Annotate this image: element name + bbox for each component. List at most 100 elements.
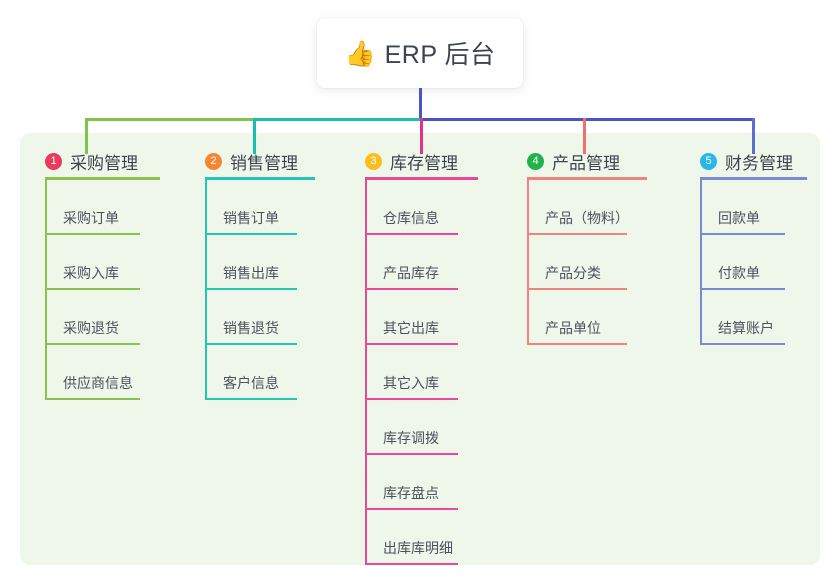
item-underline [205, 288, 297, 290]
item-underline [365, 563, 458, 565]
menu-item-label: 销售订单 [223, 210, 279, 226]
bus-segment-middle [253, 118, 422, 121]
item-spine [365, 235, 367, 290]
drop-line-4 [583, 118, 586, 154]
menu-item-label: 销售退货 [223, 320, 279, 336]
item-spine [45, 235, 47, 290]
menu-item[interactable]: 付款单 [700, 235, 793, 290]
column-header-underline [365, 177, 478, 180]
item-spine [205, 180, 207, 235]
menu-item[interactable]: 产品库存 [365, 235, 458, 290]
item-spine [365, 455, 367, 510]
item-spine [365, 290, 367, 345]
bus-segment-left [85, 118, 255, 121]
column-header-underline [45, 177, 160, 180]
drop-line-2 [253, 118, 256, 154]
item-underline [700, 233, 785, 235]
menu-item-label: 库存调拨 [383, 430, 439, 446]
item-spine [700, 180, 702, 235]
item-underline [45, 343, 140, 345]
menu-item[interactable]: 其它入库 [365, 345, 458, 400]
column-header-3[interactable]: 3 库存管理 [365, 142, 478, 180]
item-spine [527, 180, 529, 235]
item-spine [365, 400, 367, 455]
column-number-badge: 3 [365, 152, 382, 170]
content-panel [20, 133, 820, 565]
column-number-badge: 1 [45, 152, 62, 170]
drop-line-1 [85, 118, 88, 154]
bus-segment-right [420, 118, 755, 121]
menu-item-label: 出库库明细 [383, 540, 453, 556]
menu-item[interactable]: 供应商信息 [45, 345, 140, 400]
menu-item[interactable]: 仓库信息 [365, 180, 458, 235]
menu-item[interactable]: 产品分类 [527, 235, 627, 290]
column-items: 销售订单销售出库销售退货客户信息 [205, 180, 298, 400]
menu-item[interactable]: 销售出库 [205, 235, 298, 290]
column-销售管理: 2 销售管理销售订单销售出库销售退货客户信息 [205, 142, 315, 400]
menu-item[interactable]: 库存盘点 [365, 455, 458, 510]
item-underline [45, 288, 140, 290]
column-header-underline [527, 177, 647, 180]
column-header-underline [700, 177, 807, 180]
menu-item-label: 库存盘点 [383, 485, 439, 501]
item-spine [45, 180, 47, 235]
menu-item-label: 产品分类 [545, 265, 601, 281]
column-number-badge: 5 [700, 152, 717, 170]
item-underline [365, 508, 458, 510]
menu-item-label: 仓库信息 [383, 210, 439, 226]
item-underline [205, 233, 297, 235]
menu-item[interactable]: 库存调拨 [365, 400, 458, 455]
menu-item-label: 回款单 [718, 210, 760, 226]
menu-item-label: 其它出库 [383, 320, 439, 336]
menu-item-label: 产品单位 [545, 320, 601, 336]
column-header-4[interactable]: 4 产品管理 [527, 142, 647, 180]
menu-item[interactable]: 采购入库 [45, 235, 140, 290]
menu-item[interactable]: 产品（物料） [527, 180, 629, 235]
menu-item-label: 客户信息 [223, 375, 279, 391]
item-spine [365, 180, 367, 235]
column-title: 库存管理 [390, 153, 458, 173]
item-underline [45, 398, 140, 400]
menu-item-label: 销售出库 [223, 265, 279, 281]
column-title: 销售管理 [230, 153, 298, 173]
drop-line-5 [752, 118, 755, 154]
item-spine [365, 510, 367, 565]
menu-item[interactable]: 客户信息 [205, 345, 298, 400]
root-node[interactable]: 👍 ERP 后台 [317, 18, 523, 88]
menu-item-label: 结算账户 [718, 320, 774, 336]
column-number-badge: 4 [527, 152, 544, 170]
item-underline [365, 398, 458, 400]
item-spine [205, 235, 207, 290]
menu-item-label: 供应商信息 [63, 375, 133, 391]
item-spine [700, 235, 702, 290]
root-node-title: ERP 后台 [384, 41, 496, 69]
menu-item[interactable]: 其它出库 [365, 290, 458, 345]
menu-item[interactable]: 产品单位 [527, 290, 627, 345]
column-header-2[interactable]: 2 销售管理 [205, 142, 315, 180]
item-underline [700, 288, 785, 290]
column-title: 产品管理 [552, 153, 620, 173]
thumbs-up-icon: 👍 [344, 39, 376, 68]
menu-item[interactable]: 采购退货 [45, 290, 140, 345]
menu-item-label: 付款单 [718, 265, 760, 281]
root-stem-line [419, 88, 422, 121]
item-underline [365, 343, 458, 345]
menu-item[interactable]: 销售订单 [205, 180, 298, 235]
column-items: 回款单付款单结算账户 [700, 180, 793, 345]
menu-item[interactable]: 采购订单 [45, 180, 140, 235]
item-underline [365, 453, 458, 455]
column-产品管理: 4 产品管理产品（物料） 产品分类产品单位 [527, 142, 647, 345]
menu-item[interactable]: 回款单 [700, 180, 793, 235]
item-spine [205, 290, 207, 345]
item-spine [527, 235, 529, 290]
item-spine [527, 290, 529, 345]
menu-item[interactable]: 销售退货 [205, 290, 298, 345]
drop-line-3 [420, 118, 423, 154]
menu-item-label: 其它入库 [383, 375, 439, 391]
menu-item[interactable]: 结算账户 [700, 290, 793, 345]
menu-item[interactable]: 出库库明细 [365, 510, 458, 565]
column-number-badge: 2 [205, 152, 222, 170]
